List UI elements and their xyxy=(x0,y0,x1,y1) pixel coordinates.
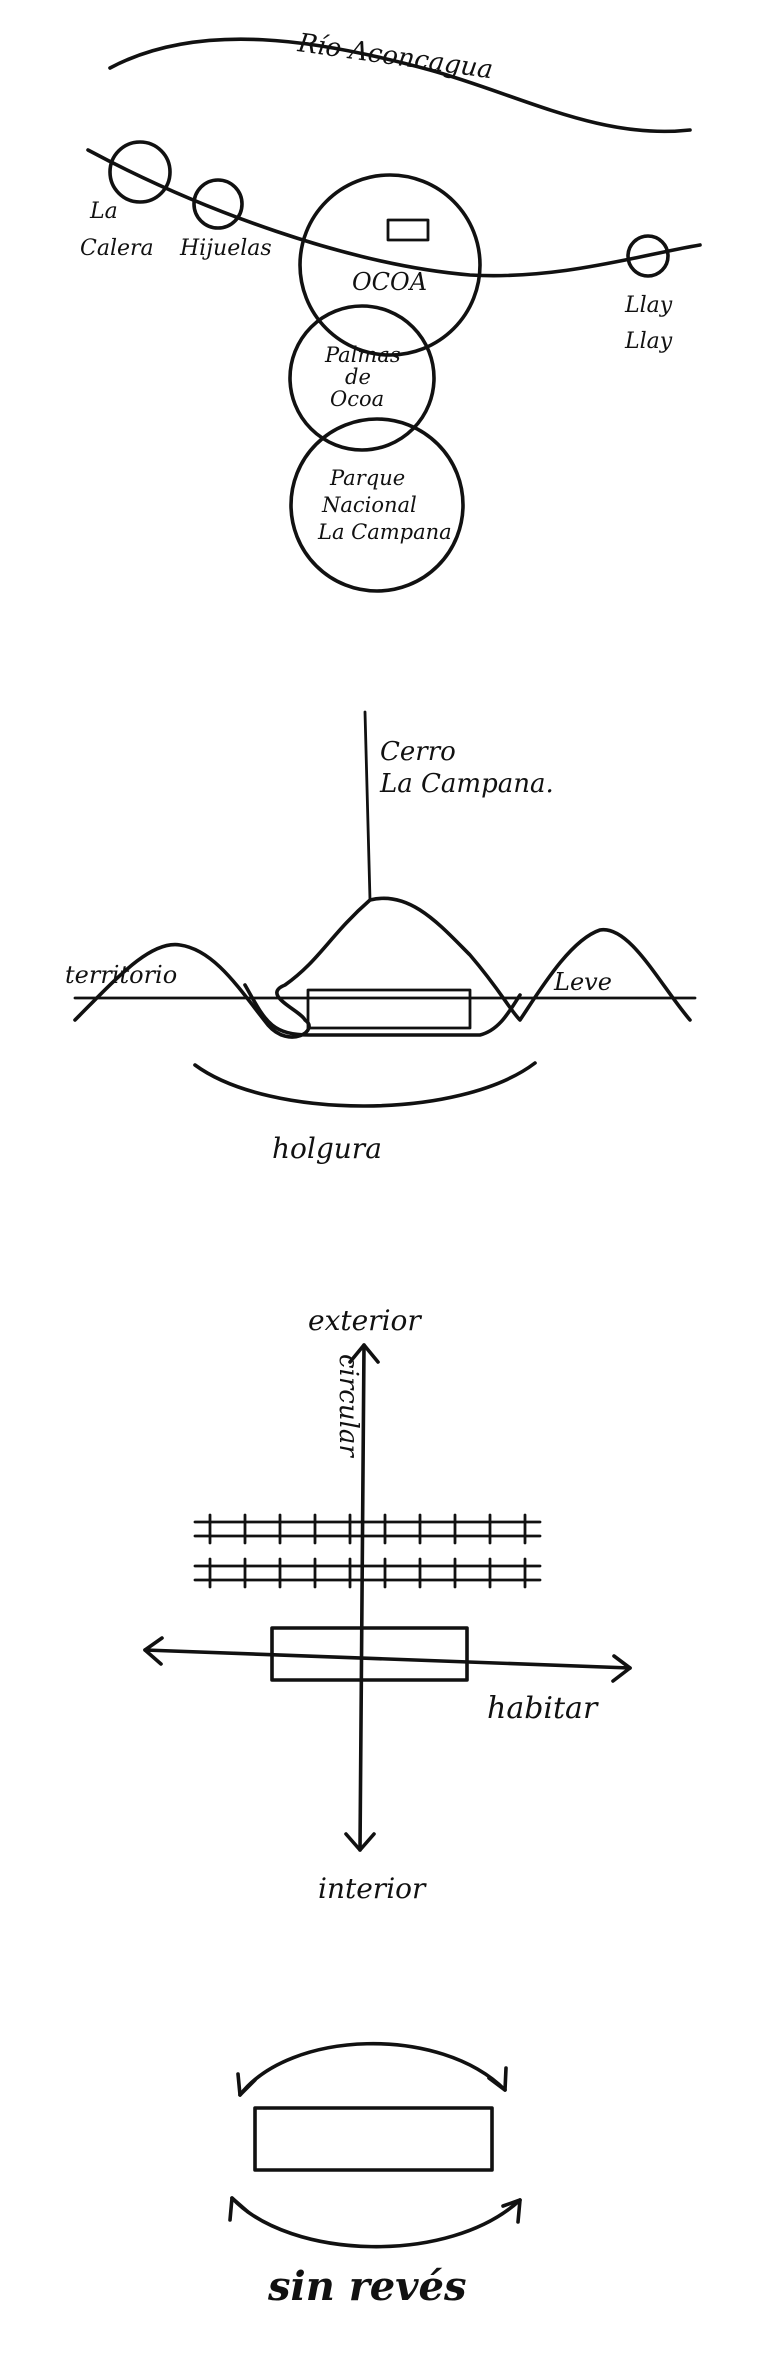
bottom-double-arc xyxy=(230,2196,522,2249)
holgura-label: holgura xyxy=(272,1132,382,1165)
cerro-label-2: La Campana. xyxy=(379,769,554,799)
la-calera-circle xyxy=(108,140,172,204)
circular-label: circular xyxy=(333,1354,363,1458)
exterior-arrow-head xyxy=(348,1343,380,1364)
exterior-label: exterior xyxy=(308,1304,422,1337)
building-plan-rect xyxy=(253,2106,494,2172)
habitar-label: habitar xyxy=(487,1691,599,1726)
map-sketch: Río Aconcagua La Calera Hijuelas OCOA Ll… xyxy=(80,28,702,593)
palmas-label-2: de xyxy=(345,365,371,389)
top-double-arc xyxy=(238,2041,507,2097)
dwelling-rect xyxy=(270,1626,469,1682)
cerro-label-1: Cerro xyxy=(380,737,456,767)
llay-label-1: Llay xyxy=(624,293,673,318)
leve-label: Leve xyxy=(553,968,612,996)
top-arc-left-head xyxy=(236,2072,257,2097)
palmas-label-1: Palmas xyxy=(324,343,401,367)
la-calera-label-1: La xyxy=(89,199,118,224)
track-bottom-ticks xyxy=(208,1557,527,1589)
llay-llay-circle xyxy=(626,234,670,278)
river-aconcagua-line xyxy=(108,37,692,134)
horizontal-axis-line xyxy=(143,1648,632,1670)
bottom-arc-right-head xyxy=(501,2198,522,2224)
llay-label-2: Llay xyxy=(624,329,673,354)
building-section-rect xyxy=(306,988,472,1030)
sin-reves-sketch: sin revés xyxy=(228,2041,522,2310)
ocoa-building-rect xyxy=(386,218,430,242)
interior-arrow-head xyxy=(344,1832,376,1852)
sin-reves-label: sin revés xyxy=(267,2263,466,2310)
interior-label: interior xyxy=(318,1872,427,1905)
river-label: Río Aconcagua xyxy=(295,28,495,85)
hijuelas-label: Hijuelas xyxy=(179,236,272,261)
top-arc-right-head xyxy=(487,2066,508,2092)
la-calera-label-2: Calera xyxy=(80,236,154,261)
terrain-profile-line xyxy=(73,896,692,1039)
bottom-arc-left-head xyxy=(228,2196,250,2222)
parque-nacional-circle xyxy=(289,417,465,593)
parque-label-3: La Campana xyxy=(317,520,452,544)
palmas-label-3: Ocoa xyxy=(330,387,384,411)
left-arrow-head xyxy=(143,1636,164,1666)
basin-curve xyxy=(243,983,522,1037)
holgura-arc xyxy=(193,1061,537,1108)
ocoa-circle xyxy=(298,173,482,357)
parque-label-2: Nacional xyxy=(321,493,417,517)
ocoa-label: OCOA xyxy=(352,268,427,296)
section-sketch: Cerro La Campana. territorio Leve holgur… xyxy=(65,710,697,1165)
vertical-axis-line xyxy=(358,1343,366,1852)
cerro-pointer-line xyxy=(363,710,372,902)
axes-sketch: exterior circular xyxy=(143,1304,632,1905)
right-arrow-head xyxy=(611,1654,632,1683)
palmas-de-ocoa-circle xyxy=(288,304,436,452)
hijuelas-circle xyxy=(192,178,244,230)
parque-label-1: Parque xyxy=(329,466,405,490)
track-top-ticks xyxy=(208,1513,527,1545)
territorio-label: territorio xyxy=(65,961,177,989)
